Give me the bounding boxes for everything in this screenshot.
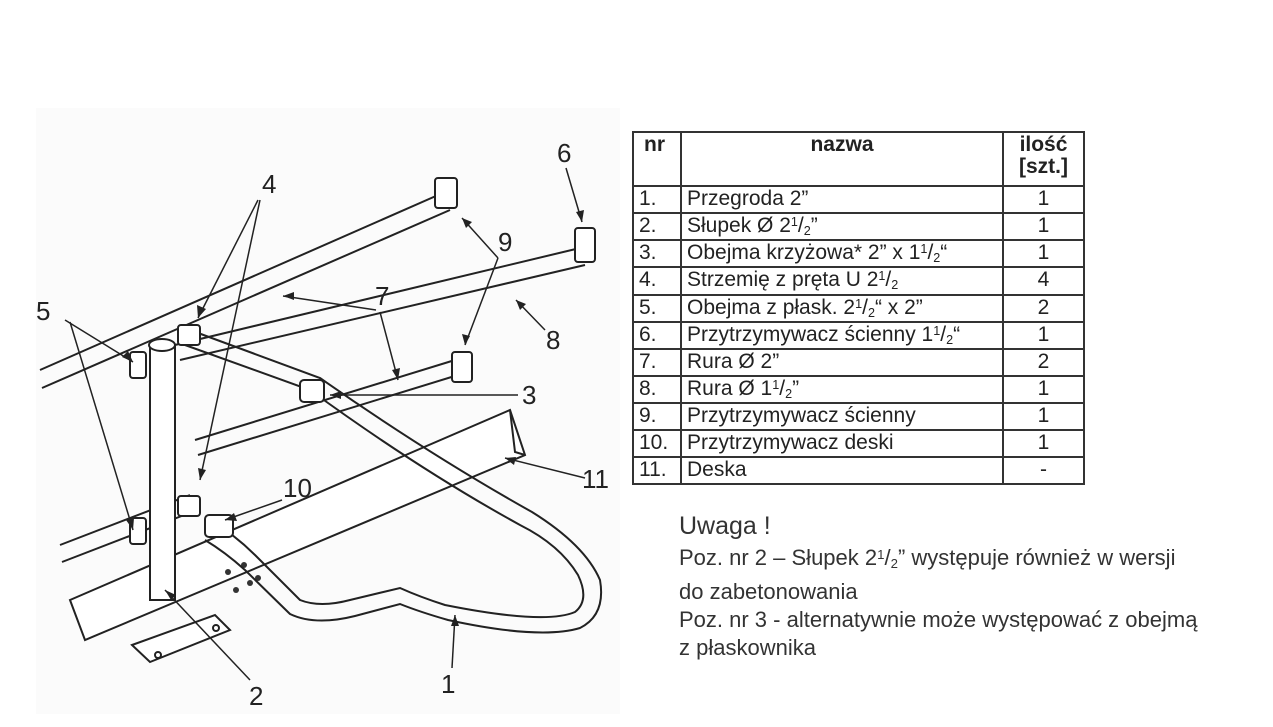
- table-row: 11. Deska -: [632, 456, 1085, 486]
- row-qty: 4: [1002, 266, 1085, 296]
- row-name: Obejma krzyżowa* 2” x 11/2“: [680, 239, 1004, 269]
- callout-6: 6: [557, 138, 571, 168]
- callout-1: 1: [441, 669, 455, 699]
- table-row: 7. Rura Ø 2” 2: [632, 348, 1085, 378]
- row-nr: 6.: [632, 320, 682, 351]
- row-qty: 2: [1002, 293, 1085, 323]
- callout-8: 8: [546, 325, 560, 355]
- table-row: 10. Przytrzymywacz deski 1: [632, 429, 1085, 459]
- clamps: [129, 177, 596, 545]
- row-nr: 7.: [632, 348, 682, 378]
- row-nr: 10.: [632, 429, 682, 459]
- row-name: Przytrzymywacz ścienny 11/2“: [680, 320, 1004, 351]
- row-name: Strzemię z pręta U 21/2: [680, 266, 1004, 296]
- note-line: z płaskownika: [679, 635, 816, 660]
- row-nr: 8.: [632, 375, 682, 405]
- row-name: Przegroda 2”: [680, 185, 1004, 214]
- row-name: Rura Ø 2”: [680, 348, 1004, 378]
- table-row: 8. Rura Ø 11/2” 1: [632, 375, 1085, 405]
- row-nr: 9.: [632, 402, 682, 432]
- row-name: Obejma z płask. 21/2“ x 2”: [680, 293, 1004, 323]
- table-row: 2. Słupek Ø 21/2” 1: [632, 211, 1085, 242]
- table-row: 4. Strzemię z pręta U 21/2 4: [632, 266, 1085, 296]
- row-name: Deska: [680, 456, 1004, 486]
- post: [130, 338, 232, 664]
- row-nr: 4.: [632, 266, 682, 296]
- callout-10: 10: [283, 473, 312, 503]
- row-qty: 1: [1002, 185, 1085, 214]
- row-qty: 1: [1002, 211, 1085, 242]
- table-row: 3. Obejma krzyżowa* 2” x 11/2“ 1: [632, 239, 1085, 269]
- table-row: 9. Przytrzymywacz ścienny 1: [632, 402, 1085, 432]
- row-qty: 1: [1002, 239, 1085, 269]
- table-header-row: nr nazwa ilość[szt.]: [632, 131, 1085, 187]
- row-qty: 1: [1002, 375, 1085, 405]
- callout-4: 4: [262, 169, 276, 199]
- row-qty: 2: [1002, 348, 1085, 378]
- board-fasteners: [225, 562, 261, 593]
- row-name: Przytrzymywacz ścienny: [680, 402, 1004, 432]
- callout-7: 7: [375, 281, 389, 311]
- row-qty: 1: [1002, 402, 1085, 432]
- row-name: Rura Ø 11/2”: [680, 375, 1004, 405]
- callout-11: 11: [582, 464, 609, 494]
- header-nr: nr: [632, 131, 682, 187]
- barrier-tube: [184, 329, 602, 634]
- row-nr: 11.: [632, 456, 682, 486]
- note-line: do zabetonowania: [679, 579, 858, 604]
- row-qty: -: [1002, 456, 1085, 486]
- row-name: Słupek Ø 21/2”: [680, 211, 1004, 242]
- callout-9: 9: [498, 227, 512, 257]
- note-title: Uwaga !: [679, 512, 771, 540]
- row-qty: 1: [1002, 429, 1085, 459]
- header-qty: ilość[szt.]: [1002, 131, 1085, 187]
- parts-list-table: nr nazwa ilość[szt.] 1. Przegroda 2” 1 2…: [632, 131, 1085, 486]
- row-nr: 5.: [632, 293, 682, 323]
- note-line: Poz. nr 3 - alternatywnie może występowa…: [679, 607, 1198, 632]
- row-nr: 3.: [632, 239, 682, 269]
- callout-3: 3: [522, 380, 536, 410]
- row-name: Przytrzymywacz deski: [680, 429, 1004, 459]
- row-qty: 1: [1002, 320, 1085, 351]
- note-block: Uwaga ! Poz. nr 2 – Słupek 21/2” występu…: [679, 512, 1269, 662]
- row-nr: 1.: [632, 185, 682, 214]
- table-row: 1. Przegroda 2” 1: [632, 185, 1085, 214]
- row-nr: 2.: [632, 211, 682, 242]
- board: [68, 408, 527, 642]
- callout-5: 5: [36, 296, 50, 326]
- header-name: nazwa: [680, 131, 1004, 187]
- table-row: 5. Obejma z płask. 21/2“ x 2” 2: [632, 293, 1085, 323]
- leader-arrowheads: [122, 210, 584, 626]
- table-row: 6. Przytrzymywacz ścienny 11/2“ 1: [632, 320, 1085, 351]
- callout-2: 2: [249, 681, 263, 711]
- note-line: Poz. nr 2 – Słupek 21/2” występuje równi…: [679, 545, 1176, 571]
- railing-assembly-drawing: 4 6 9 5 7 8 3 11 10 2 1: [36, 108, 620, 714]
